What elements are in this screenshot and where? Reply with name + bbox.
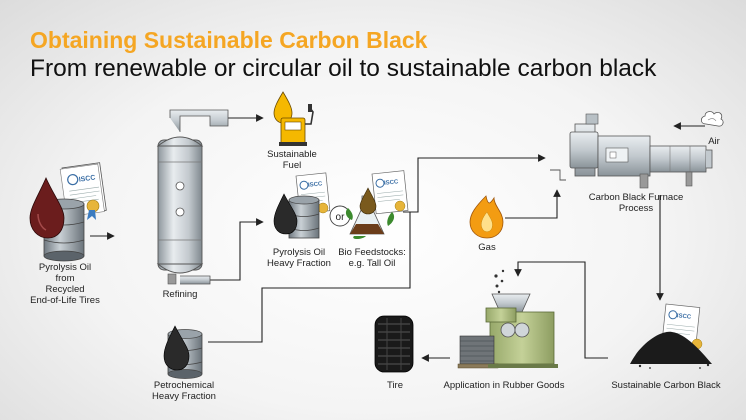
tire-icon (374, 315, 414, 373)
page-title: Obtaining Sustainable Carbon Black (30, 27, 428, 53)
heavy-fraction-icon: ISCC (273, 172, 331, 239)
pyrolysis-tires-icon: ISCC (29, 162, 107, 262)
arrow-cb-to-rubber (514, 261, 608, 359)
label-furnace: Carbon Black Furnace Process (588, 192, 684, 214)
petrochemical-drum-icon (163, 325, 203, 379)
svg-text:ISCC: ISCC (308, 181, 324, 189)
svg-text:or: or (336, 212, 346, 223)
label-refining: Refining (162, 289, 198, 300)
label-rubber-goods: Application in Rubber Goods (443, 380, 565, 391)
furnace-icon (550, 113, 713, 189)
carbon-black-pile-icon: ISCC (630, 303, 712, 369)
fuel-pump-icon (273, 91, 314, 146)
line-bio-to-furnace (403, 154, 546, 213)
arrow-gas-to-furnace (505, 189, 561, 219)
air-cloud-icon (700, 111, 724, 127)
svg-text:ISCC: ISCC (676, 313, 692, 321)
arrow-refining-to-heavy (210, 218, 264, 281)
rubber-mixing-machine-icon (457, 269, 558, 369)
gas-flame-icon (469, 195, 504, 239)
refining-column-icon (156, 109, 229, 285)
flow-lines (90, 114, 705, 362)
label-bio-feedstocks: Bio Feedstocks: e.g. Tall Oil (338, 247, 406, 269)
label-sustainable-fuel: Sustainable Fuel (267, 149, 317, 171)
svg-text:ISCC: ISCC (384, 179, 400, 187)
label-pyrolysis-tires: Pyrolysis Oil from Recycled End-of-Life … (30, 262, 100, 306)
label-sustainable-carbon-black: Sustainable Carbon Black (611, 380, 721, 391)
label-tire: Tire (386, 380, 403, 391)
label-gas: Gas (478, 242, 496, 253)
page-subtitle: From renewable or circular oil to sustai… (30, 55, 657, 82)
bio-feedstock-icon: ISCC (345, 170, 409, 239)
label-air: Air (708, 136, 720, 147)
line-petro-to-furnace (208, 212, 411, 343)
label-pyrolysis-heavy: Pyrolysis Oil Heavy Fraction (267, 247, 331, 269)
svg-text:ISCC: ISCC (78, 174, 96, 183)
label-petrochemical: Petrochemical Heavy Fraction (152, 380, 216, 402)
